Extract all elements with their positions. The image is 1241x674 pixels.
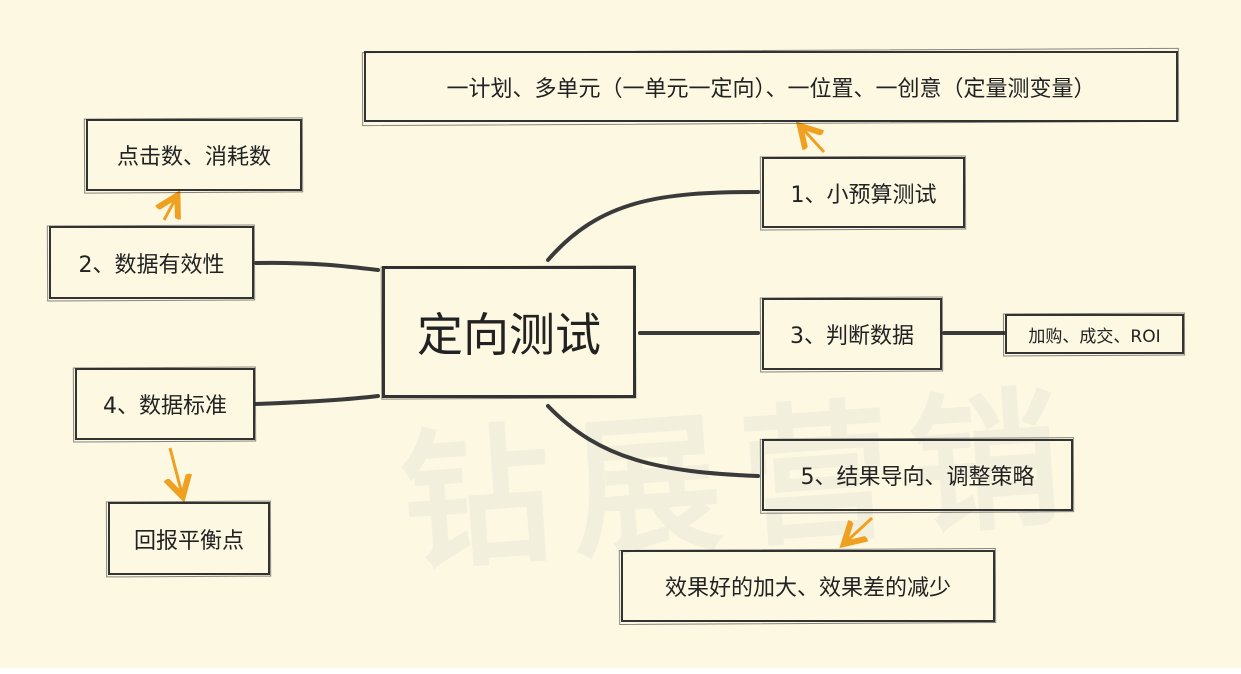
branch-3-note[interactable]: 加购、成交、ROI	[1005, 314, 1184, 354]
connector-b5	[546, 404, 760, 478]
connector-b2	[254, 260, 380, 272]
branch-1-note[interactable]: 一计划、多单元（一单元一定向）、一位置、一创意（定量测变量）	[364, 51, 1178, 122]
branch-4-label: 4、数据标准	[103, 394, 227, 419]
arrow-b4-note	[170, 447, 182, 494]
branch-5-note-text: 效果好的加大、效果差的减少	[664, 576, 951, 601]
arrow-b2-note	[164, 198, 176, 221]
branch-4-note[interactable]: 回报平衡点	[108, 502, 270, 575]
branch-4-topic[interactable]: 4、数据标准	[75, 368, 255, 440]
branch-1-topic[interactable]: 1、小预算测试	[762, 157, 965, 228]
branch-5-note[interactable]: 效果好的加大、效果差的减少	[621, 550, 995, 622]
arrow-b1-note	[802, 128, 826, 154]
branch-3-label: 3、判断数据	[790, 324, 914, 349]
branch-4-note-text: 回报平衡点	[133, 528, 244, 554]
central-topic[interactable]: 定向测试	[382, 266, 636, 398]
connector-b4	[254, 394, 380, 406]
arrow-b5-note	[846, 516, 874, 542]
branch-3-topic[interactable]: 3、判断数据	[762, 298, 942, 370]
branch-1-label: 1、小预算测试	[790, 182, 937, 208]
branch-1-note-text: 一计划、多单元（一单元一定向）、一位置、一创意（定量测变量）	[446, 76, 1096, 102]
connector-b1	[546, 190, 760, 262]
branch-5-topic[interactable]: 5、结果导向、调整策略	[762, 439, 1073, 511]
branch-3-note-text: 加购、成交、ROI	[1028, 326, 1161, 347]
branch-2-topic[interactable]: 2、数据有效性	[49, 226, 254, 299]
branch-2-label: 2、数据有效性	[78, 252, 225, 278]
central-topic-label: 定向测试	[417, 308, 601, 362]
branch-5-label: 5、结果导向、调整策略	[800, 465, 1035, 490]
branch-2-note-text: 点击数、消耗数	[116, 145, 271, 170]
branch-2-note[interactable]: 点击数、消耗数	[86, 119, 302, 191]
